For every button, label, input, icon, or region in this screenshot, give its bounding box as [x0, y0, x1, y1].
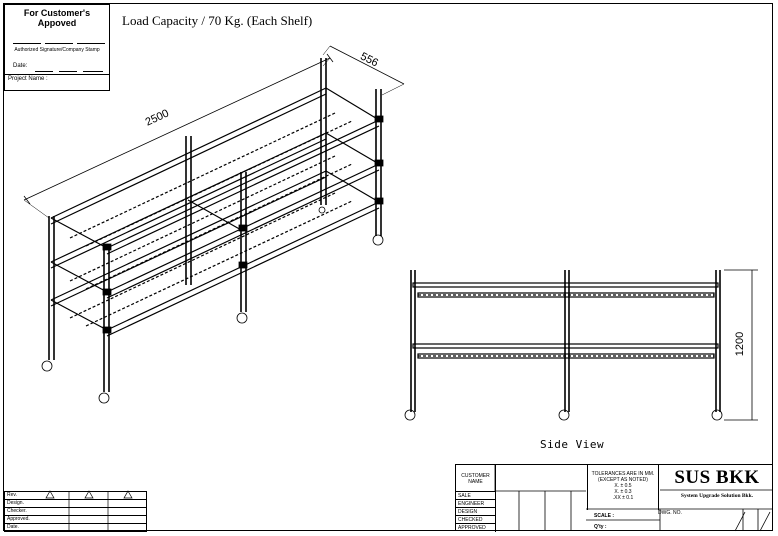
tb-row-sale: SALE: [456, 492, 496, 500]
signature-line: [13, 43, 41, 44]
revision-table: Rev. Design. Checker. Approved. Date.: [4, 491, 147, 532]
signature-line: [45, 43, 73, 44]
side-view-label: Side View: [540, 438, 605, 451]
date-label: Date:: [13, 63, 28, 69]
tb-row-approved: APPROVED: [456, 524, 496, 532]
approval-title: For Customer's Appoved: [23, 8, 91, 28]
rev-row-label: Checker.: [4, 507, 147, 516]
dim-tick: [23, 195, 31, 205]
signature-line: [77, 43, 105, 44]
tolerance-value: .XX ± 0.1: [612, 495, 634, 501]
side-caster-wheels: [404, 409, 723, 421]
date-line: [35, 71, 53, 72]
title-block: CUSTOMER NAME SALE ENGINEER DESIGN CHECK…: [455, 464, 773, 532]
qty-label: Q'ty :: [594, 524, 607, 530]
tb-row-checked: CHECKED: [456, 516, 496, 524]
rev-row-label: Design.: [4, 499, 147, 508]
tb-row-engineer: ENGINEER: [456, 500, 496, 508]
signature-label: Authorized Signature/Company Stamp: [14, 47, 100, 53]
rev-row-label: Rev.: [4, 491, 147, 500]
rev-row-label: Approved.: [4, 515, 147, 524]
height-dimension: 1200: [734, 331, 747, 357]
dwg-no-label: DWG. NO.: [658, 510, 682, 516]
customer-name-label: CUSTOMER NAME: [456, 465, 496, 492]
tolerance-value: X. ± 0.3: [614, 489, 632, 495]
customer-approval-box: For Customer's Appoved Authorized Signat…: [4, 4, 110, 91]
company-logo: SUS BKK: [674, 467, 760, 488]
rev-row-label: Date.: [4, 523, 147, 532]
company-full-name: System Upgrade Solution Bkk.: [680, 493, 754, 499]
tolerance-title: TOLERANCES ARE IN MM. (EXCEPT AS NOTED): [591, 471, 655, 483]
date-line: [83, 71, 103, 72]
isometric-view: [23, 45, 405, 404]
scale-label: SCALE :: [594, 513, 614, 519]
tolerance-block: TOLERANCES ARE IN MM. (EXCEPT AS NOTED) …: [587, 465, 659, 510]
tb-row-design: DESIGN: [456, 508, 496, 516]
load-capacity-note: Load Capacity / 70 Kg. (Each Shelf): [122, 13, 313, 28]
project-label: Project Name :: [8, 76, 48, 82]
tolerance-value: X. ± 0.5: [614, 483, 632, 489]
date-line: [59, 71, 77, 72]
drawing-frame: [3, 3, 773, 531]
side-view: [404, 269, 758, 421]
caster-wheels: [41, 206, 384, 404]
project-row: [5, 74, 109, 75]
